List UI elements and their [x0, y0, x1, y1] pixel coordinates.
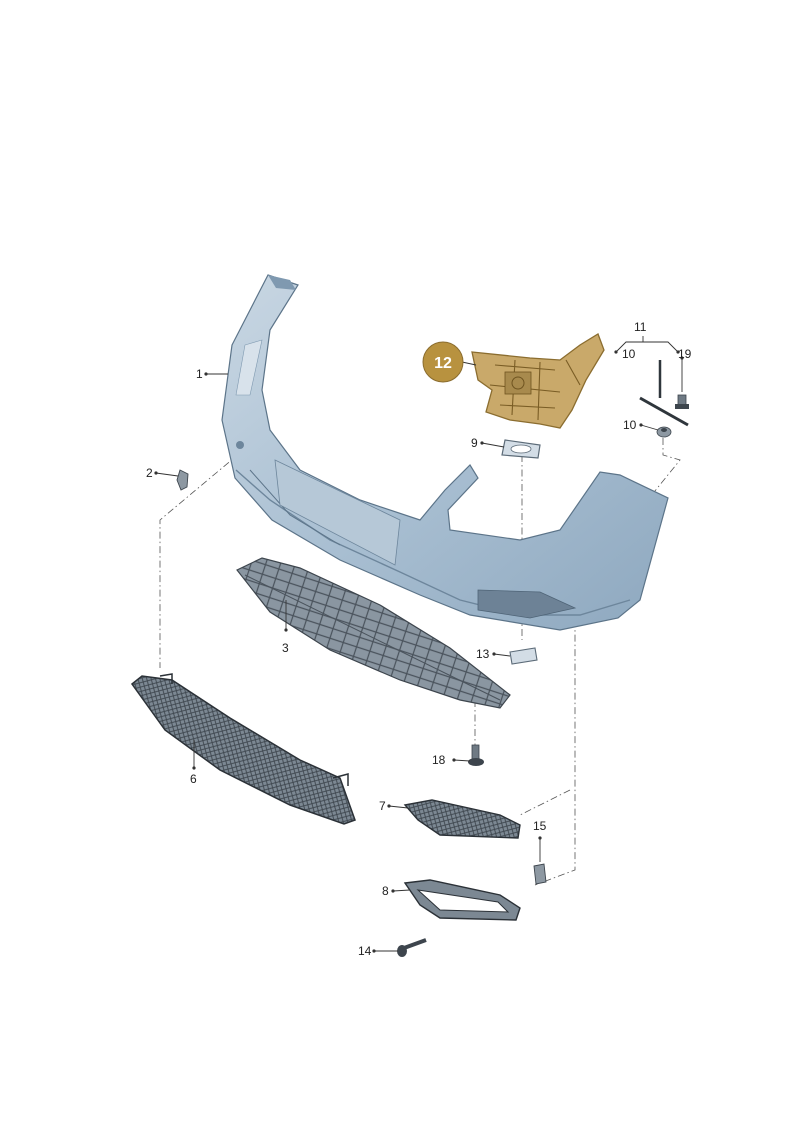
- part-2-clip: [176, 469, 189, 491]
- label-part-1: 1: [196, 367, 203, 381]
- part-labels: 1 2 3 6 7 8 9 10 10 11 13 14 15 18 19: [146, 320, 692, 958]
- label-part-10-lower: 10: [623, 418, 637, 432]
- label-part-11: 11: [634, 320, 647, 334]
- part-9-trim-ring: [501, 439, 541, 459]
- part-7-side-grille: [403, 799, 521, 839]
- label-part-13: 13: [476, 647, 490, 661]
- part-19-screw: [675, 394, 689, 409]
- part-11-mounting-strip: [639, 360, 689, 427]
- label-part-3: 3: [282, 641, 289, 655]
- part-14-screw: [397, 938, 427, 957]
- callout-label: 12: [434, 355, 452, 372]
- label-part-9: 9: [471, 436, 478, 450]
- label-part-2: 2: [146, 466, 153, 480]
- label-part-15: 15: [533, 819, 547, 833]
- label-part-19: 19: [678, 347, 692, 361]
- label-part-7: 7: [379, 799, 386, 813]
- part-12-bracket: [471, 333, 605, 429]
- part-6-center-grille: [130, 673, 356, 825]
- part-15-clip: [533, 863, 547, 885]
- part-10-clip: [656, 426, 672, 438]
- leader-lines: [154, 336, 684, 953]
- label-part-18: 18: [432, 753, 446, 767]
- part-18-screw: [468, 744, 484, 766]
- label-part-6: 6: [190, 772, 197, 786]
- part-8-trim-frame: [403, 879, 521, 921]
- callout-badge-12[interactable]: 12: [422, 341, 464, 383]
- label-part-8: 8: [382, 884, 389, 898]
- part-3-under-spoiler: [236, 557, 511, 709]
- label-part-14: 14: [358, 944, 372, 958]
- part-13-cover-cap: [509, 647, 538, 665]
- label-part-10-upper: 10: [622, 347, 636, 361]
- part-1-bumper-cover: [221, 274, 669, 631]
